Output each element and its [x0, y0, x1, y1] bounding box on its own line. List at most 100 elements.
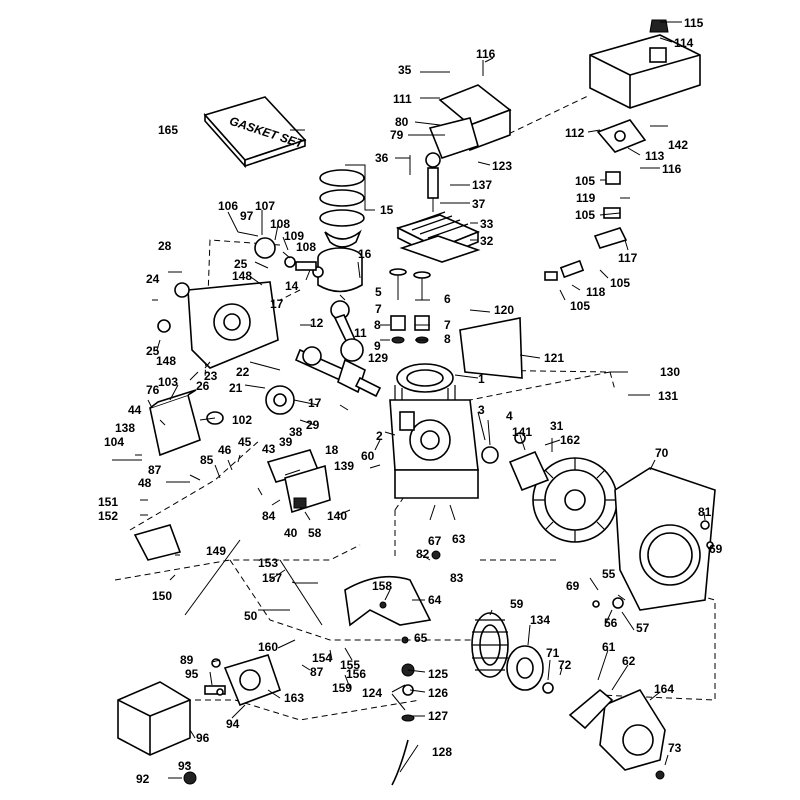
part-label: 108 [296, 240, 316, 254]
part-label: 14 [285, 279, 299, 293]
part-label: 37 [472, 197, 486, 211]
control-bracket [133, 524, 182, 561]
part-label: 26 [196, 379, 210, 393]
part-label: 153 [258, 556, 278, 570]
part-label: 1 [478, 372, 485, 386]
part-label: 25 [146, 344, 160, 358]
part-label: 130 [660, 365, 680, 379]
part-label: 45 [238, 435, 252, 449]
part-label: 152 [98, 509, 118, 523]
part-label: 126 [428, 686, 448, 700]
part-label: 141 [512, 425, 532, 439]
part-label: 35 [398, 63, 412, 77]
piston [295, 247, 363, 293]
part-label: 64 [428, 593, 442, 607]
part-label: 112 [565, 126, 585, 140]
part-label: 16 [358, 247, 372, 261]
part-label: 76 [146, 383, 160, 397]
part-label: 116 [476, 47, 496, 61]
part-label: 160 [258, 640, 278, 654]
breather-assembly [266, 449, 331, 514]
crankcase-cover [157, 281, 279, 369]
part-label: 139 [334, 459, 354, 473]
part-label: 7 [444, 318, 451, 332]
part-label: 18 [325, 443, 339, 457]
part-label: 87 [310, 665, 324, 679]
part-label: 33 [480, 217, 494, 231]
gasket-set-box: GASKET SET [203, 96, 306, 169]
flywheel [532, 457, 618, 543]
part-label: 29 [306, 418, 320, 432]
breather-plate [459, 317, 523, 379]
part-label: 65 [414, 631, 428, 645]
cylinder-head [395, 211, 481, 263]
label-leaders [135, 21, 711, 779]
part-label: 43 [262, 442, 276, 456]
part-label: 48 [138, 476, 152, 490]
part-label: 105 [570, 299, 590, 313]
part-label: 69 [566, 579, 580, 593]
part-label: 7 [375, 302, 382, 316]
part-label: 105 [575, 174, 595, 188]
part-label: 72 [558, 658, 572, 672]
part-label: 106 [218, 199, 238, 213]
part-label: 63 [452, 532, 466, 546]
part-label: 8 [444, 332, 451, 346]
part-label: 116 [662, 162, 682, 176]
part-label: 123 [492, 159, 512, 173]
part-label: 165 [158, 123, 178, 137]
part-label: 140 [327, 509, 347, 523]
fuel-tank [589, 19, 701, 109]
part-label: 28 [158, 239, 172, 253]
part-label: 24 [146, 272, 160, 286]
part-label: 57 [636, 621, 650, 635]
part-label: 156 [346, 667, 366, 681]
starter-pulley [506, 645, 554, 694]
part-label: 58 [308, 526, 322, 540]
part-label: 62 [622, 654, 636, 668]
part-label: 114 [674, 36, 694, 50]
part-label: 17 [270, 297, 284, 311]
part-label: 82 [416, 547, 430, 561]
part-label: 5 [375, 285, 382, 299]
part-label: 84 [262, 509, 276, 523]
part-label: 95 [185, 667, 199, 681]
part-label: 46 [218, 443, 232, 457]
fasteners [112, 60, 714, 780]
part-label: 80 [395, 115, 409, 129]
part-label: 103 [158, 375, 178, 389]
part-label: 105 [575, 208, 595, 222]
carburetor [204, 654, 282, 707]
part-label: 137 [472, 178, 492, 192]
part-label: 121 [544, 351, 564, 365]
valves-and-springs [389, 268, 431, 344]
part-label: 131 [658, 389, 678, 403]
part-label: 155 [340, 658, 360, 672]
part-label: 96 [196, 731, 210, 745]
part-label: 163 [284, 691, 304, 705]
part-label: 36 [375, 151, 389, 165]
governor-gear [254, 237, 296, 268]
muffler [149, 389, 224, 457]
part-label: 138 [115, 421, 135, 435]
part-label: 70 [655, 446, 669, 460]
part-label: 71 [546, 646, 560, 660]
piston-rings [319, 164, 375, 248]
part-label: 12 [310, 316, 324, 330]
part-label: 69 [709, 542, 723, 556]
part-label: 149 [206, 544, 226, 558]
part-label: 8 [374, 318, 381, 332]
part-label: 4 [506, 409, 513, 423]
crankshaft [294, 346, 382, 398]
part-label: 148 [232, 269, 252, 283]
part-label: 60 [361, 449, 375, 463]
part-label: 134 [530, 613, 550, 627]
part-label: 79 [390, 128, 404, 142]
part-label: 124 [362, 686, 382, 700]
part-label: 21 [229, 381, 243, 395]
part-label: 157 [262, 571, 282, 585]
recoil-starter [568, 688, 666, 771]
part-label: 23 [204, 369, 218, 383]
part-label: 159 [332, 681, 352, 695]
